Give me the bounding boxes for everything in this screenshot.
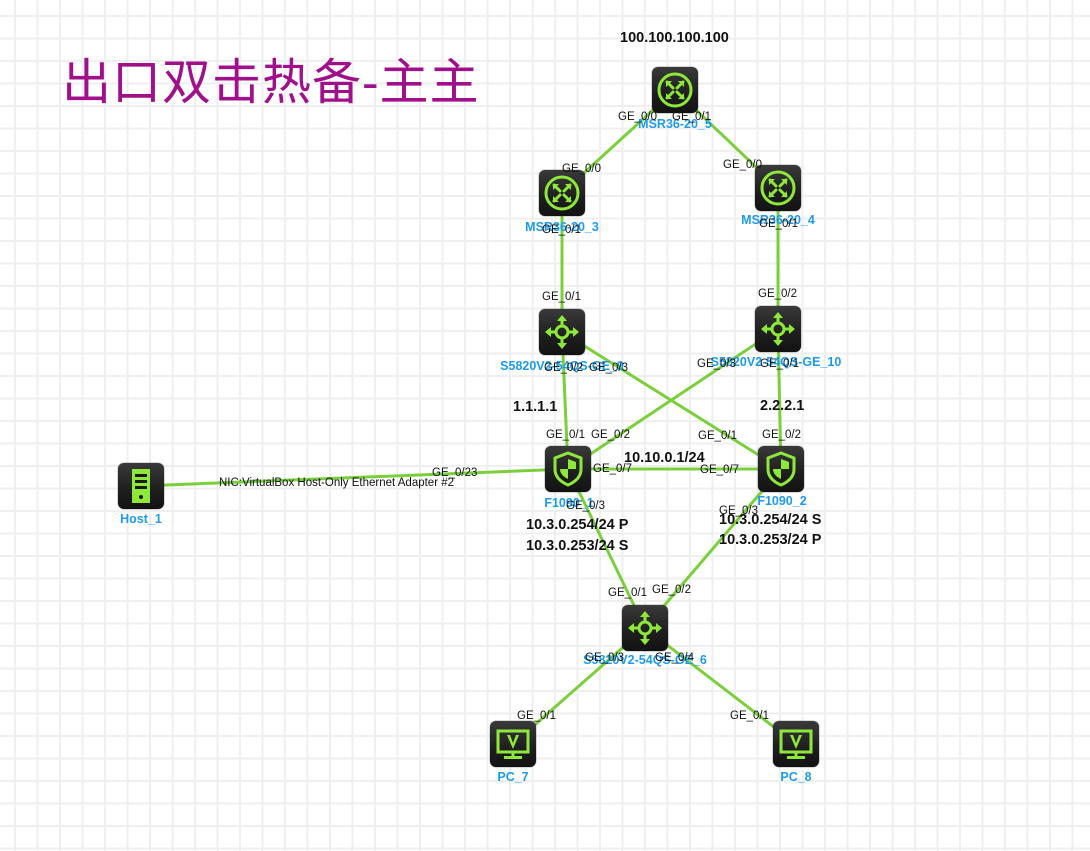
router-icon <box>652 67 698 113</box>
annotation-fw1-vip-2: 10.3.0.253/24 S <box>526 538 629 554</box>
link-sw10-fw1[interactable] <box>567 327 779 471</box>
node-label-s5820-ge-10: S5820V2-54QS-GE_10 <box>710 355 842 369</box>
annotation-fw2-loopback: 2.2.2.1 <box>760 398 805 414</box>
annotation-fw1-vip-1: 10.3.0.254/24 P <box>526 517 629 533</box>
pc-icon <box>490 721 536 767</box>
port-label: GE_0/2 <box>762 429 801 441</box>
port-label: GE_0/0 <box>723 159 762 171</box>
port-label: GE_0/2 <box>652 584 691 596</box>
switch-icon <box>539 309 585 355</box>
port-label: GE_0/1 <box>672 111 711 123</box>
port-label: GE_0/1 <box>517 710 556 722</box>
node-label-msr36-20-3: MSR36-20_3 <box>525 220 599 234</box>
port-label: GE_0/7 <box>593 463 632 475</box>
annotation-fw2-vip-1: 10.3.0.254/24 S <box>719 512 822 528</box>
port-label: GE_0/7 <box>700 464 739 476</box>
router-icon <box>539 170 585 216</box>
switch-icon <box>622 605 668 651</box>
link-host1-fw1[interactable] <box>140 467 569 488</box>
port-label: GE_0/2 <box>591 429 630 441</box>
annotation-fw-interlink: 10.10.0.1/24 <box>624 450 705 466</box>
node-label-f1090-1: F1090_1 <box>544 496 594 510</box>
port-label: GE_0/1 <box>760 358 799 370</box>
node-label-msr36-20-4: MSR36-20_4 <box>741 213 815 227</box>
port-label: GE_0/0 <box>618 111 657 123</box>
port-label: GE_0/0 <box>562 163 601 175</box>
port-label: GE_0/1 <box>542 224 581 236</box>
firewall-icon <box>758 446 804 492</box>
node-msr36-20-5[interactable] <box>652 67 698 113</box>
node-host-1[interactable] <box>118 463 164 509</box>
node-label-msr36-20-5: MSR36-20_5 <box>638 117 712 131</box>
node-f1090-2[interactable] <box>758 446 804 492</box>
port-label: GE_0/2 <box>758 288 797 300</box>
annotation-fw2-vip-2: 10.3.0.253/24 P <box>719 532 822 548</box>
node-label-s5820-ge-6: S5820V2-54QS-GE_6 <box>583 653 707 667</box>
node-label-pc-7: PC_7 <box>497 770 529 784</box>
node-s5820-ge-10[interactable] <box>755 306 801 352</box>
port-label: GE_0/23 <box>432 467 478 479</box>
port-label: GE_0/1 <box>608 587 647 599</box>
host-icon <box>118 463 164 509</box>
node-s5820-ge-6[interactable] <box>622 605 668 651</box>
annotation-msr5-ip: 100.100.100.100 <box>620 30 729 46</box>
node-label-f1090-2: F1090_2 <box>757 494 807 508</box>
port-label: GE_0/3 <box>585 652 624 664</box>
diagram-title: 出口双击热备-主主 <box>62 54 480 111</box>
annotation-fw1-loopback: 1.1.1.1 <box>513 399 558 415</box>
port-label: GE_0/4 <box>655 652 694 664</box>
node-s5820-ge-9[interactable] <box>539 309 585 355</box>
port-label: GE_0/1 <box>698 430 737 442</box>
node-pc-8[interactable] <box>773 721 819 767</box>
node-msr36-20-3[interactable] <box>539 170 585 216</box>
link-sw10-fw2[interactable] <box>776 328 783 470</box>
switch-icon <box>755 306 801 352</box>
port-label: GE_0/2 <box>544 362 583 374</box>
port-label: GE_0/1 <box>542 291 581 303</box>
node-label-s5820-ge-9: S5820V2-54QS-GE_9 <box>500 359 624 373</box>
firewall-icon <box>545 446 591 492</box>
link-sw6-pc8[interactable] <box>644 626 797 746</box>
link-fw2-sw6[interactable] <box>643 468 783 629</box>
link-fw1-sw6[interactable] <box>566 468 647 629</box>
node-label-host-1: Host_1 <box>120 512 162 526</box>
port-label: GE_0/1 <box>546 429 585 441</box>
node-msr36-20-4[interactable] <box>755 165 801 211</box>
node-f1090-1[interactable] <box>545 446 591 492</box>
port-label: GE_0/1 <box>730 710 769 722</box>
port-label-nic: NIC:VirtualBox Host-Only Ethernet Adapte… <box>219 477 455 489</box>
port-label: GE_0/1 <box>759 218 798 230</box>
port-label: GE_0/3 <box>589 362 628 374</box>
node-label-pc-8: PC_8 <box>780 770 812 784</box>
pc-icon <box>773 721 819 767</box>
node-pc-7[interactable] <box>490 721 536 767</box>
router-icon <box>755 165 801 211</box>
port-label: GE_0/3 <box>697 358 736 370</box>
port-label: GE_0/3 <box>566 500 605 512</box>
port-label: GE_0/3 <box>719 505 758 517</box>
